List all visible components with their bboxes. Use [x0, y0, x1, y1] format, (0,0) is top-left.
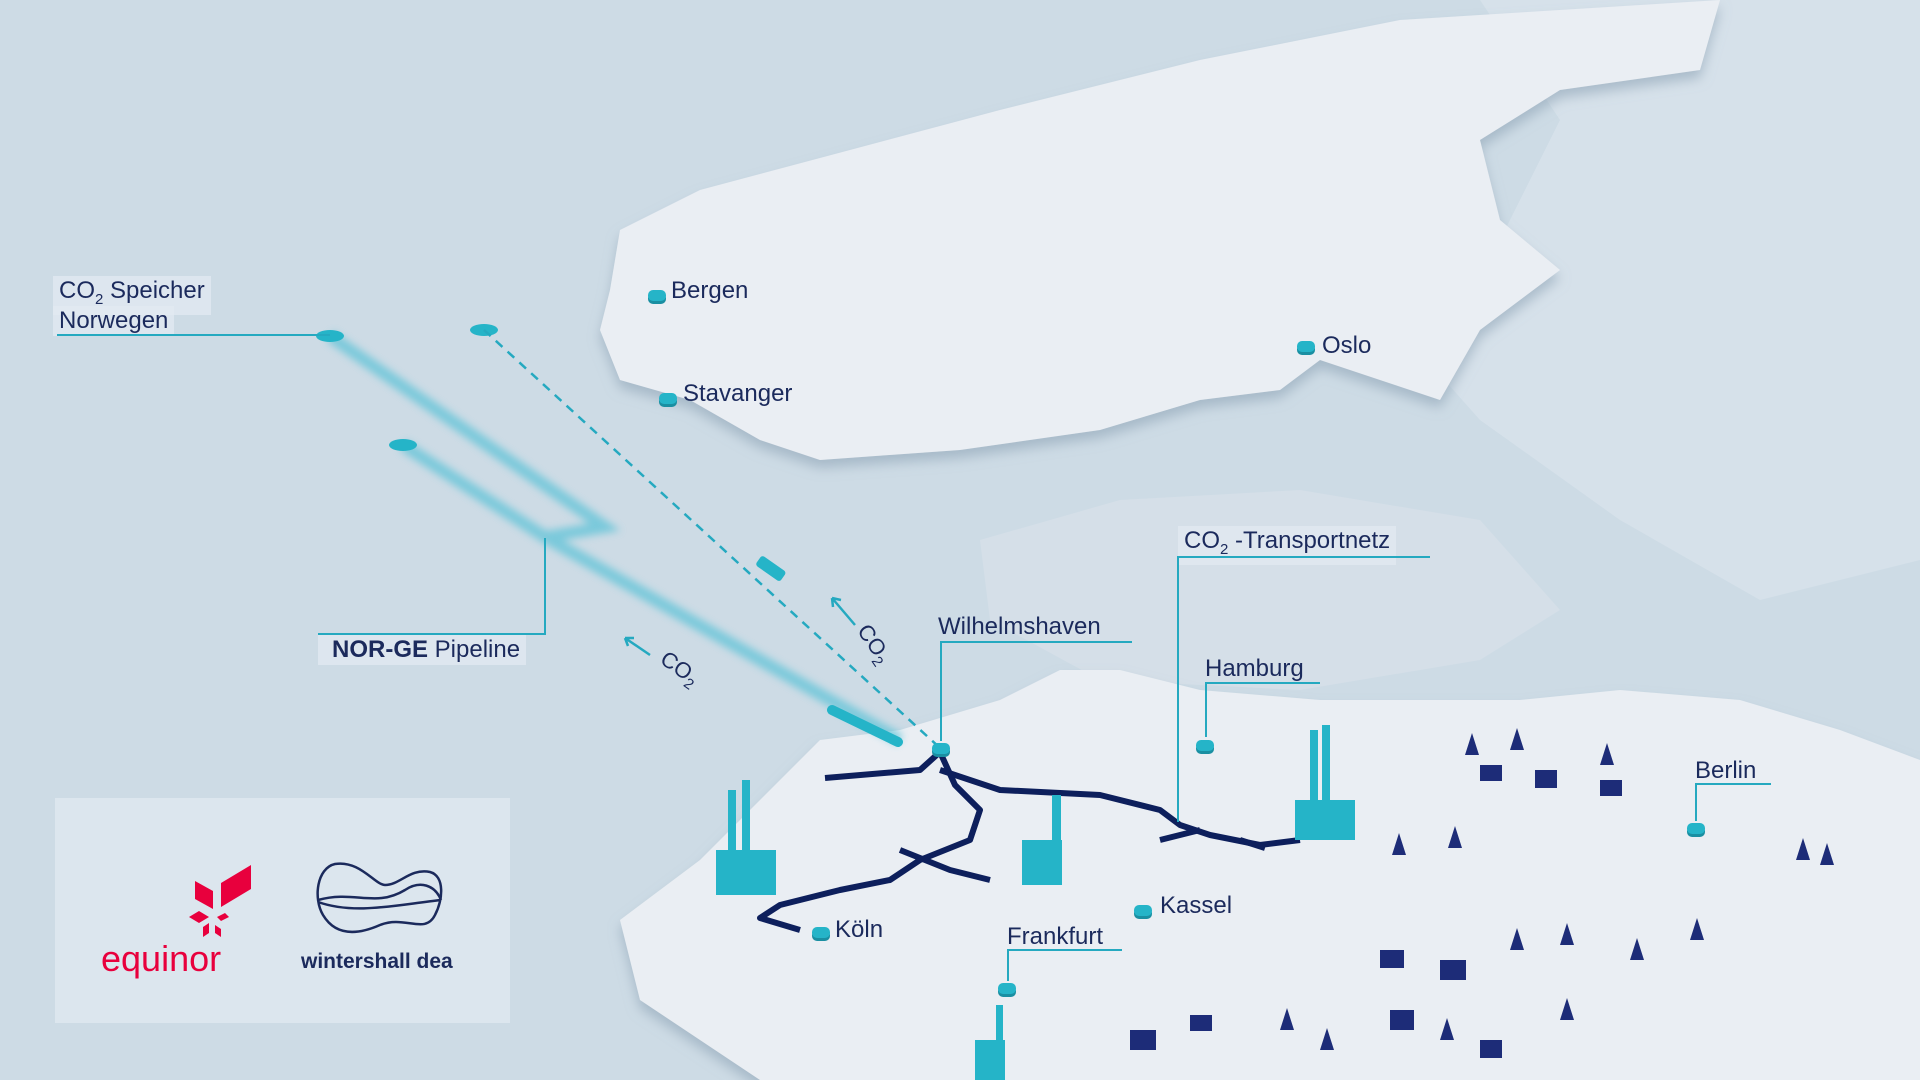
transport-label-sub: 2: [1220, 540, 1229, 558]
city-label-berlin: Berlin: [1695, 757, 1757, 784]
transport-network-label: CO2 -Transportnetz: [1178, 526, 1397, 565]
city-label-oslo: Oslo: [1322, 332, 1372, 359]
wilhelmshaven-leader-hline: [940, 641, 1132, 643]
land-denmark: [980, 490, 1560, 690]
berlin-leader-hline: [1695, 783, 1771, 785]
storage-site-icon: [389, 439, 417, 451]
transport-label-rest: -Transportnetz: [1228, 527, 1391, 554]
city-label-frankfurt: Frankfurt: [1007, 923, 1104, 950]
pipeline-label-rest: Pipeline: [428, 636, 521, 663]
city-marker-frankfurt: [998, 983, 1016, 994]
city-label-hamburg: Hamburg: [1205, 655, 1304, 682]
hamburg-leader-hline: [1205, 682, 1320, 684]
transport-label-co: CO: [1184, 527, 1220, 554]
frankfurt-leader-line: [1007, 949, 1009, 981]
land-sweden: [1400, 0, 1920, 600]
pipeline-leader-hline: [318, 633, 546, 635]
city-marker-hamburg: [1196, 740, 1214, 751]
wilhelmshaven-leader-line: [940, 641, 942, 741]
wintershall-logo-text: wintershall dea: [301, 950, 453, 973]
partner-logos-panel: equinor wintershall dea: [55, 798, 510, 1023]
storage-leader-line: [57, 334, 330, 336]
trees-icon: [1130, 728, 1834, 1058]
frankfurt-leader-hline: [1007, 949, 1122, 951]
city-marker-oslo: [1297, 341, 1315, 352]
city-label-kassel: Kassel: [1160, 892, 1233, 919]
nor-ge-pipeline: [326, 331, 903, 746]
ship-icon: [756, 556, 786, 581]
transport-leader-line: [1177, 556, 1179, 822]
factory-icon: [716, 725, 1355, 1080]
land-norway: [600, 0, 1720, 460]
co2-transport-network: [757, 749, 1301, 933]
pipeline-label-bold: NOR-GE: [332, 636, 428, 663]
city-marker-kassel: [1134, 905, 1152, 916]
pipeline-leader-line: [544, 538, 546, 634]
city-marker-wilhelmshaven: [932, 743, 950, 754]
storage-label-line2: Norwegen: [53, 306, 175, 336]
city-marker-berlin: [1687, 823, 1705, 834]
wintershall-logo-icon: [316, 862, 443, 934]
city-marker-koeln: [812, 927, 830, 938]
city-marker-stavanger: [659, 393, 677, 404]
storage-label-co: CO: [59, 277, 95, 304]
pipeline-label: NOR-GE Pipeline: [318, 635, 527, 665]
hamburg-leader-line: [1205, 682, 1207, 737]
city-label-bergen: Bergen: [671, 277, 749, 304]
transport-leader-hline: [1178, 556, 1430, 558]
city-marker-bergen: [648, 290, 666, 301]
land-germany: [620, 670, 1920, 1080]
ship-route-dashed: [483, 329, 941, 749]
equinor-logo-icon: [189, 865, 251, 937]
city-label-koeln: Köln: [835, 916, 884, 943]
city-label-wilhelmshaven: Wilhelmshaven: [938, 613, 1101, 640]
city-label-stavanger: Stavanger: [683, 380, 793, 407]
storage-label-sub: 2: [95, 290, 104, 308]
pipeline-landfall: [827, 705, 903, 747]
storage-label-rest: Speicher: [103, 277, 205, 304]
co2-arrow-icon: [830, 596, 856, 626]
berlin-leader-line: [1695, 783, 1697, 821]
co2-arrow-icon: [623, 636, 651, 657]
storage-site-icon: [316, 330, 344, 342]
equinor-logo-text: equinor: [101, 938, 222, 979]
